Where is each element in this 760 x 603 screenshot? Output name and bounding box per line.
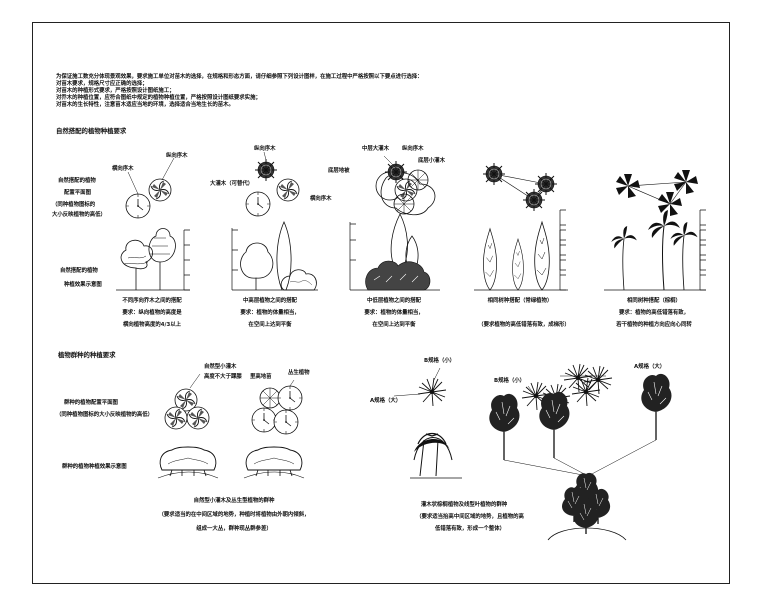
panel2-elevation [231, 221, 318, 291]
side-label-line: 种植效果示意图 [64, 282, 102, 288]
palm-group-left [393, 367, 462, 479]
side-label-line: 配置平面图 [64, 190, 91, 196]
caption-line: 自然型小灌木及丛生型植物的群种 [193, 498, 275, 504]
intro-line: 为保证施工数充分体现景观效果，要求施工单位对苗木的选择，在规格和形态方面，请仔细… [56, 74, 423, 80]
panel4-elevation [474, 209, 568, 291]
spec-label: A规格（大） [634, 364, 666, 370]
spec-label: B规格（小） [424, 358, 456, 364]
panel1-plan [125, 157, 175, 219]
section1-title: 自然搭配的植物种植要求 [56, 127, 127, 135]
intro-line: 对苗木的生长特性，注意苗木适应当地的环境，选择适合当地生长的苗木。 [56, 102, 234, 108]
caption-line: （要求适当抬高中间区域的地势，且植物的高 [416, 514, 524, 520]
caption-line: 低错落有致，形成一个整体） [434, 526, 506, 532]
group-plan [164, 373, 303, 435]
group-plan-label: 群种的植物配置平面图 [64, 400, 118, 406]
panel5-plan [616, 170, 698, 216]
intro-line: 对苗木要求，规格尺寸应正确的选择； [56, 81, 148, 87]
intro-line: 对苗木的种植形式要求，严格按照设计图纸施工； [56, 88, 175, 94]
callout-label: 纵向序木 [254, 146, 276, 152]
callout-label: 横向序木 [112, 166, 134, 172]
callout-label: 底层地被 [328, 168, 350, 174]
side-label-line: 自然搭配的植物 [60, 268, 98, 274]
caption-line: 相同树种搭配（常绿植物） [487, 298, 553, 304]
panel3-elevation [349, 213, 440, 291]
callout-label: 里高地苗 [250, 374, 272, 380]
callout-label: 底层小灌木 [418, 158, 445, 164]
callout-label: 高度不大于踝膝 [204, 374, 242, 380]
caption-line: 要求：植物的体量相当， [240, 310, 300, 316]
group-elevation-label: 群种的植物种植效果示意图 [62, 464, 127, 470]
caption-line: 中高层植物之间的搭配 [243, 298, 297, 304]
callout-label: 横向序木 [310, 196, 332, 202]
side-label-line: 自然搭配的植物 [58, 178, 96, 184]
caption-line: 组成一大丛，群种现丛群参差） [196, 526, 272, 532]
caption-line: 相同树种搭配（棕榈） [627, 298, 681, 304]
caption-line: 要求：植物的高低错落有致， [618, 310, 690, 316]
caption-line: （要求适当的在中间区域的地势，种植时将植物由外朝内倾斜， [158, 512, 310, 518]
caption-line: 中低层植物之间的搭配 [367, 298, 421, 304]
group-elevation [157, 446, 305, 479]
side-label-line: 大小反映植物的高低） [52, 212, 106, 218]
palm-group-right [488, 363, 673, 541]
drawing-frame [32, 22, 730, 584]
panel3-plan [375, 155, 436, 216]
panel5-elevation [604, 209, 707, 291]
group-plan-label: （同种植物图标的大小反映植物的高低） [56, 412, 154, 418]
caption-line: 横向植物高度的4/3以上 [123, 322, 181, 328]
callout-label: 纵向序木 [166, 153, 188, 159]
callout-label: 中层大灌木 [362, 146, 389, 152]
caption-line: 要求：植物的体量相当， [364, 310, 424, 316]
intro-line: 对乔木的种植位置，应符合图纸中规定的植物种植位置，严格按照设计图纸要求实施； [56, 95, 261, 101]
callout-label: 自然型小灌木 [204, 364, 237, 370]
caption-line: 要求：纵向植物的高度是 [122, 310, 182, 316]
side-label-line: （同种植物图标的 [52, 202, 96, 208]
callout-label: 大灌木（可替代） [210, 181, 254, 187]
caption-line: 在空间上达到平衡 [248, 322, 292, 328]
caption-line: 灌木状棕榈植物及线型叶植物的群种 [420, 502, 508, 508]
caption-line: （要求植物的高低错落有致，成梯形） [478, 322, 570, 328]
panel4-plan [482, 162, 558, 212]
panel2-plan [245, 151, 300, 217]
caption-line: 若干植物的种植方向应向心同转 [616, 322, 692, 328]
callout-label: 丛生植物 [288, 370, 310, 376]
section2-title: 植物群种的种植要求 [58, 351, 116, 359]
spec-label: A规格（大） [370, 398, 402, 404]
panel1-elevation [116, 228, 191, 291]
spec-label: B规格（小） [494, 378, 526, 384]
caption-line: 不同序向乔木之间的搭配 [122, 298, 182, 304]
callout-label: 纵向序木 [402, 146, 424, 152]
caption-line: 在空间上达到平衡 [372, 322, 416, 328]
